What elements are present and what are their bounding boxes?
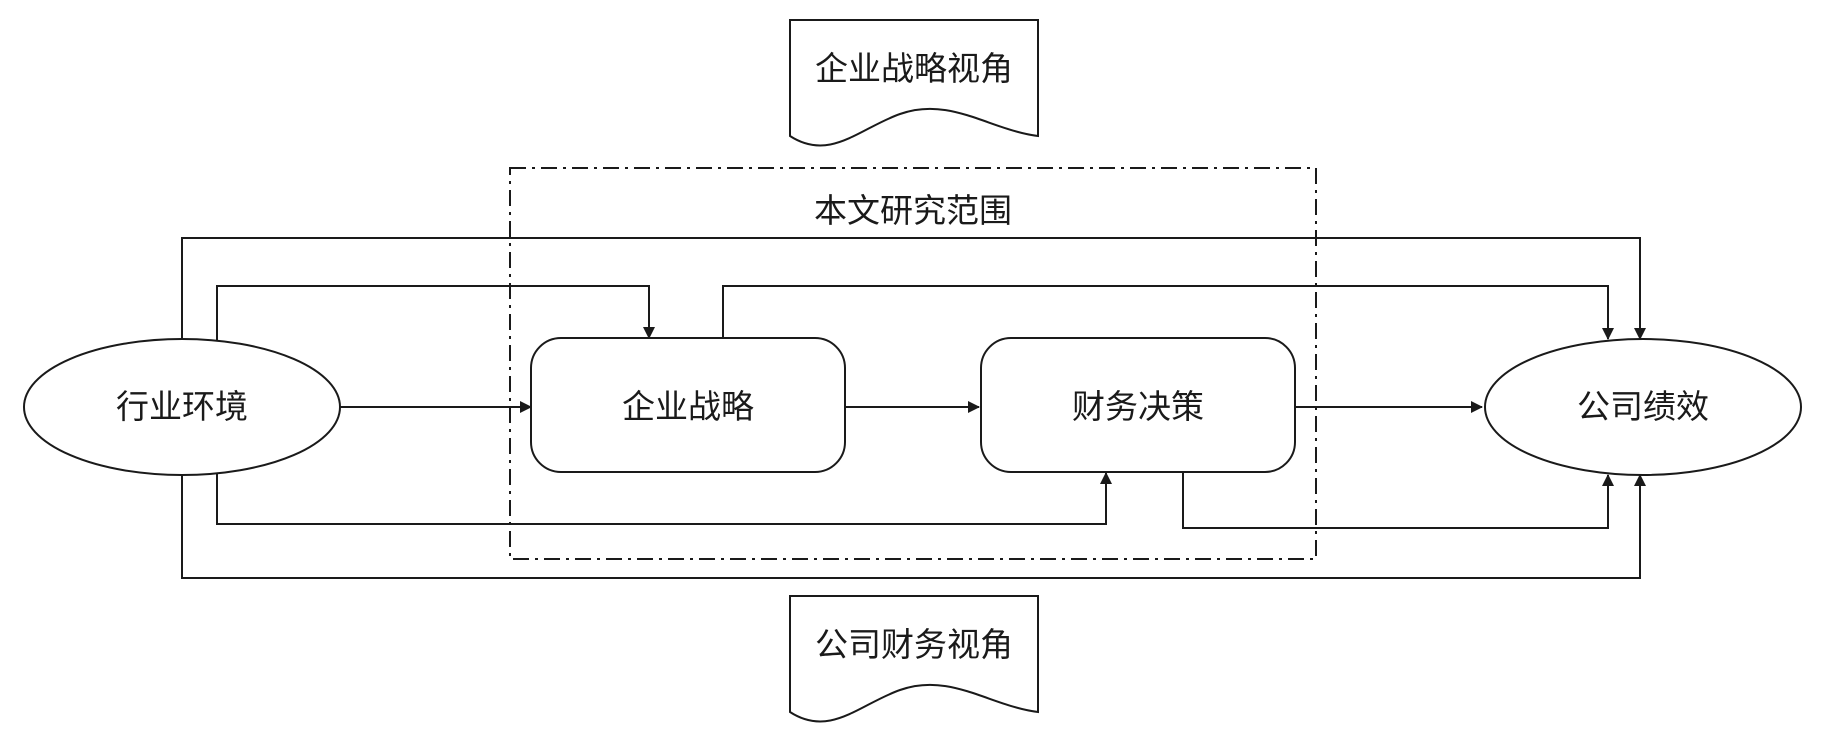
strategy-perspective-document: 企业战略视角	[789, 19, 1039, 147]
edge-industry-to-decision-bottom	[216, 469, 1112, 525]
finance-perspective-document: 公司财务视角	[789, 595, 1039, 723]
edge-industry-to-performance-top	[181, 237, 1646, 346]
node-industry-environment: 行业环境	[23, 338, 341, 476]
node-company-performance-label: 公司绩效	[1577, 387, 1709, 426]
node-company-performance: 公司绩效	[1484, 338, 1802, 476]
research-scope-frame	[509, 167, 1317, 560]
research-scope-title: 本文研究范围	[814, 191, 1012, 230]
node-financial-decision-label: 财务决策	[1072, 387, 1204, 426]
edge-decision-to-performance-bottom	[1182, 473, 1614, 529]
edge-industry-to-performance-bottom	[181, 468, 1646, 579]
finance-perspective-label: 公司财务视角	[815, 625, 1013, 664]
node-financial-decision: 财务决策	[980, 337, 1296, 473]
edge-industry-to-strategy-top	[216, 285, 655, 344]
node-corporate-strategy: 企业战略	[530, 337, 846, 473]
node-industry-environment-label: 行业环境	[116, 387, 248, 426]
node-corporate-strategy-label: 企业战略	[622, 387, 754, 426]
strategy-perspective-label: 企业战略视角	[815, 49, 1013, 88]
edge-strategy-to-performance-top	[722, 285, 1614, 340]
